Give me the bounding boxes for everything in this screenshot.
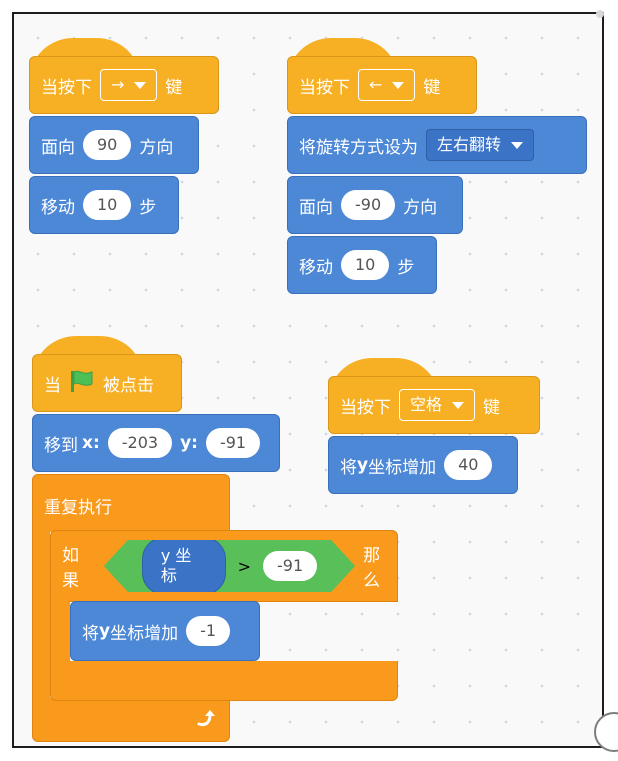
change-y-input[interactable]: -1: [186, 616, 231, 646]
direction-input[interactable]: 90: [83, 130, 132, 160]
y-label: y:: [180, 433, 198, 453]
change-label-suffix: 坐标增加: [110, 623, 179, 644]
direction-input[interactable]: -90: [341, 190, 396, 220]
if-then-bottom: [50, 661, 398, 701]
hat-prefix: 当: [44, 375, 61, 396]
rotation-style-dropdown[interactable]: 左右翻转: [426, 129, 535, 161]
change-label-prefix: 将: [340, 457, 357, 478]
hat-prefix: 当按下: [41, 77, 92, 98]
go-to-xy-block[interactable]: 移到 x: -203 y: -91: [32, 414, 280, 472]
point-in-direction-block[interactable]: 面向 90 方向: [29, 116, 199, 174]
rotation-value: 左右翻转: [437, 135, 502, 154]
hat-suffix: 键: [483, 397, 501, 418]
change-y-by-block[interactable]: 将 y 坐标增加 40: [328, 436, 518, 494]
if-label: 如果: [62, 546, 79, 591]
if-then-arm: [50, 601, 70, 663]
when-key-pressed-right-block[interactable]: 当按下 → 键: [29, 56, 219, 114]
when-flag-clicked-block[interactable]: 当 被点击: [32, 354, 182, 412]
point-label: 面向: [299, 197, 333, 218]
forever-block-arm: [32, 530, 50, 700]
move-steps-block[interactable]: 移动 10 步: [287, 236, 437, 294]
greater-than-operator[interactable]: y 坐标 > -91: [104, 540, 355, 592]
forever-label: 重复执行: [44, 498, 112, 518]
hat-prefix: 当按下: [299, 77, 350, 98]
hat-suffix: 键: [165, 77, 183, 98]
dropdown-triangle-icon: [134, 81, 147, 89]
point-suffix: 方向: [139, 137, 174, 158]
move-steps-block[interactable]: 移动 10 步: [29, 176, 179, 234]
change-label-var: y: [99, 621, 111, 641]
when-key-pressed-left-block[interactable]: 当按下 ← 键: [287, 56, 477, 114]
when-key-pressed-space-block[interactable]: 当按下 空格 键: [328, 376, 540, 434]
key-dropdown[interactable]: ←: [358, 69, 416, 101]
y-input[interactable]: -91: [205, 428, 261, 458]
goto-label: 移到: [44, 435, 78, 456]
then-label: 那么: [363, 546, 381, 591]
if-then-block[interactable]: 如果 y 坐标 > -91 那么: [50, 530, 398, 602]
point-label: 面向: [41, 137, 75, 158]
green-flag-icon: [69, 369, 95, 398]
x-label: x:: [82, 433, 100, 453]
operator-symbol: >: [237, 556, 252, 576]
change-label-var: y: [357, 455, 369, 475]
key-dropdown[interactable]: →: [100, 69, 158, 101]
point-in-direction-block[interactable]: 面向 -90 方向: [287, 176, 463, 234]
hat-prefix: 当按下: [340, 397, 391, 418]
forever-block-top[interactable]: 重复执行: [32, 474, 230, 532]
dropdown-triangle-icon: [392, 81, 405, 89]
code-area[interactable]: 当按下 → 键 面向 90 方向 移动 10 步 当按下 ← 键 将旋转方式设为…: [12, 12, 604, 748]
set-rotation-style-block[interactable]: 将旋转方式设为 左右翻转: [287, 116, 587, 174]
move-suffix: 步: [397, 257, 415, 278]
change-y-by-block[interactable]: 将 y 坐标增加 -1: [70, 601, 260, 661]
change-label-prefix: 将: [82, 623, 99, 644]
move-label: 移动: [299, 257, 333, 278]
rotation-label: 将旋转方式设为: [299, 137, 418, 158]
key-value: 空格: [410, 395, 443, 414]
key-dropdown[interactable]: 空格: [399, 389, 476, 421]
change-label-suffix: 坐标增加: [368, 457, 437, 478]
hat-suffix: 键: [423, 77, 441, 98]
x-input[interactable]: -203: [107, 428, 173, 458]
move-suffix: 步: [139, 197, 157, 218]
dropdown-triangle-icon: [452, 401, 465, 409]
hat-suffix: 被点击: [103, 375, 154, 396]
y-position-reporter[interactable]: y 坐标: [142, 537, 226, 595]
point-suffix: 方向: [403, 197, 438, 218]
loop-arrow-icon: [195, 708, 217, 734]
compare-value-input[interactable]: -91: [263, 551, 317, 581]
steps-input[interactable]: 10: [341, 250, 390, 280]
change-y-input[interactable]: 40: [444, 450, 493, 480]
dropdown-triangle-icon: [511, 141, 524, 149]
move-label: 移动: [41, 197, 75, 218]
corner-dot: [596, 10, 604, 18]
forever-block-bottom[interactable]: [32, 698, 230, 742]
key-value: ←: [369, 75, 383, 94]
key-value: →: [111, 75, 125, 94]
steps-input[interactable]: 10: [83, 190, 132, 220]
